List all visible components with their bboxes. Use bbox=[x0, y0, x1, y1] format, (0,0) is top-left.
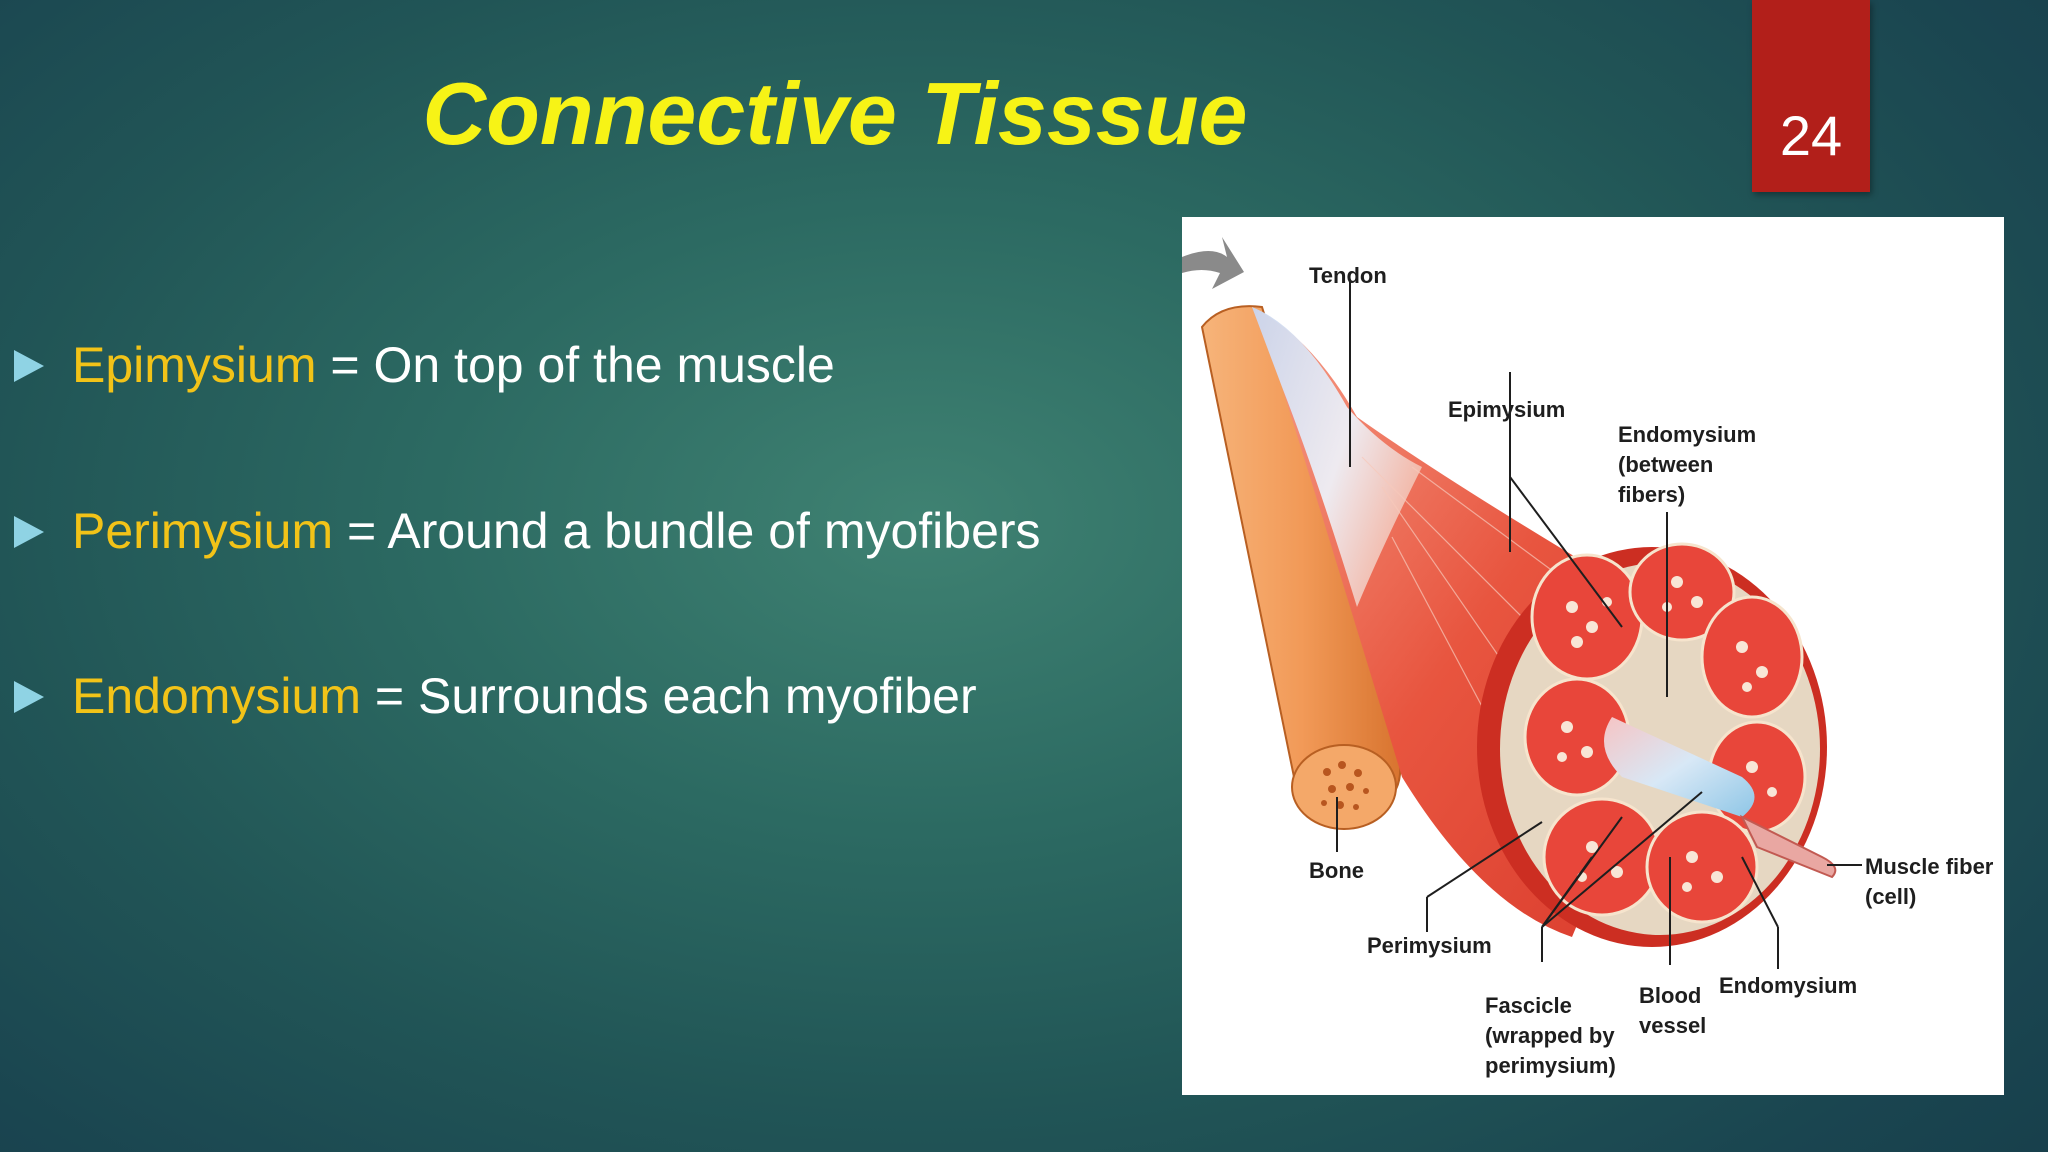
leader-lines bbox=[1336, 282, 1862, 969]
bullet-term: Endomysium bbox=[72, 668, 361, 724]
blood-vessel-shape bbox=[1604, 717, 1755, 817]
label-fascicle-1: Fascicle bbox=[1485, 993, 1572, 1018]
diagram-labels: Tendon Epimysium Endomysium (between fib… bbox=[1309, 263, 1994, 1078]
bone-illustration bbox=[1200, 305, 1402, 830]
label-endomysium: Endomysium bbox=[1719, 973, 1857, 998]
label-endomysium-between-2: (between bbox=[1618, 452, 1713, 477]
triangle-bullet-icon bbox=[14, 515, 44, 548]
muscle-diagram-svg: Tendon Epimysium Endomysium (between fib… bbox=[1182, 237, 1994, 1078]
label-perimysium: Perimysium bbox=[1367, 933, 1492, 958]
label-bone: Bone bbox=[1309, 858, 1364, 883]
page-number: 24 bbox=[1779, 104, 1843, 167]
bullet-text: = On top of the muscle bbox=[316, 337, 835, 393]
label-muscle-fiber-2: (cell) bbox=[1865, 884, 1916, 909]
label-fascicle-2: (wrapped by bbox=[1485, 1023, 1615, 1048]
bullet-term: Perimysium bbox=[72, 503, 334, 559]
label-fascicle-3: perimysium) bbox=[1485, 1053, 1616, 1078]
label-muscle-fiber-1: Muscle fiber bbox=[1865, 854, 1994, 879]
label-blood-vessel-1: Blood bbox=[1639, 983, 1701, 1008]
label-endomysium-between-1: Endomysium bbox=[1618, 422, 1756, 447]
slide-title: Connective Tisssue bbox=[422, 64, 1248, 163]
bullet-item-perimysium: Perimysium = Around a bundle of myofiber… bbox=[14, 496, 1041, 566]
curved-arrow-icon bbox=[1182, 237, 1244, 289]
label-epimysium: Epimysium bbox=[1448, 397, 1565, 422]
label-tendon: Tendon bbox=[1309, 263, 1387, 288]
bullet-term: Epimysium bbox=[72, 337, 317, 393]
bullet-item-endomysium: Endomysium = Surrounds each myofiber bbox=[14, 661, 977, 731]
muscle-fiber-shape bbox=[1739, 814, 1837, 879]
label-blood-vessel-2: vessel bbox=[1639, 1013, 1706, 1038]
triangle-bullet-icon bbox=[14, 680, 44, 713]
bullet-text: = Surrounds each myofiber bbox=[361, 668, 977, 724]
cross-section-illustration bbox=[1477, 542, 1837, 947]
label-endomysium-between-3: fibers) bbox=[1618, 482, 1685, 507]
triangle-bullet-icon bbox=[14, 349, 44, 382]
bullet-text: = Around a bundle of myofibers bbox=[333, 503, 1041, 559]
page-number-badge: 24 bbox=[1752, 0, 1870, 192]
muscle-diagram: Tendon Epimysium Endomysium (between fib… bbox=[1182, 217, 2004, 1095]
bullet-item-epimysium: Epimysium = On top of the muscle bbox=[14, 330, 835, 400]
